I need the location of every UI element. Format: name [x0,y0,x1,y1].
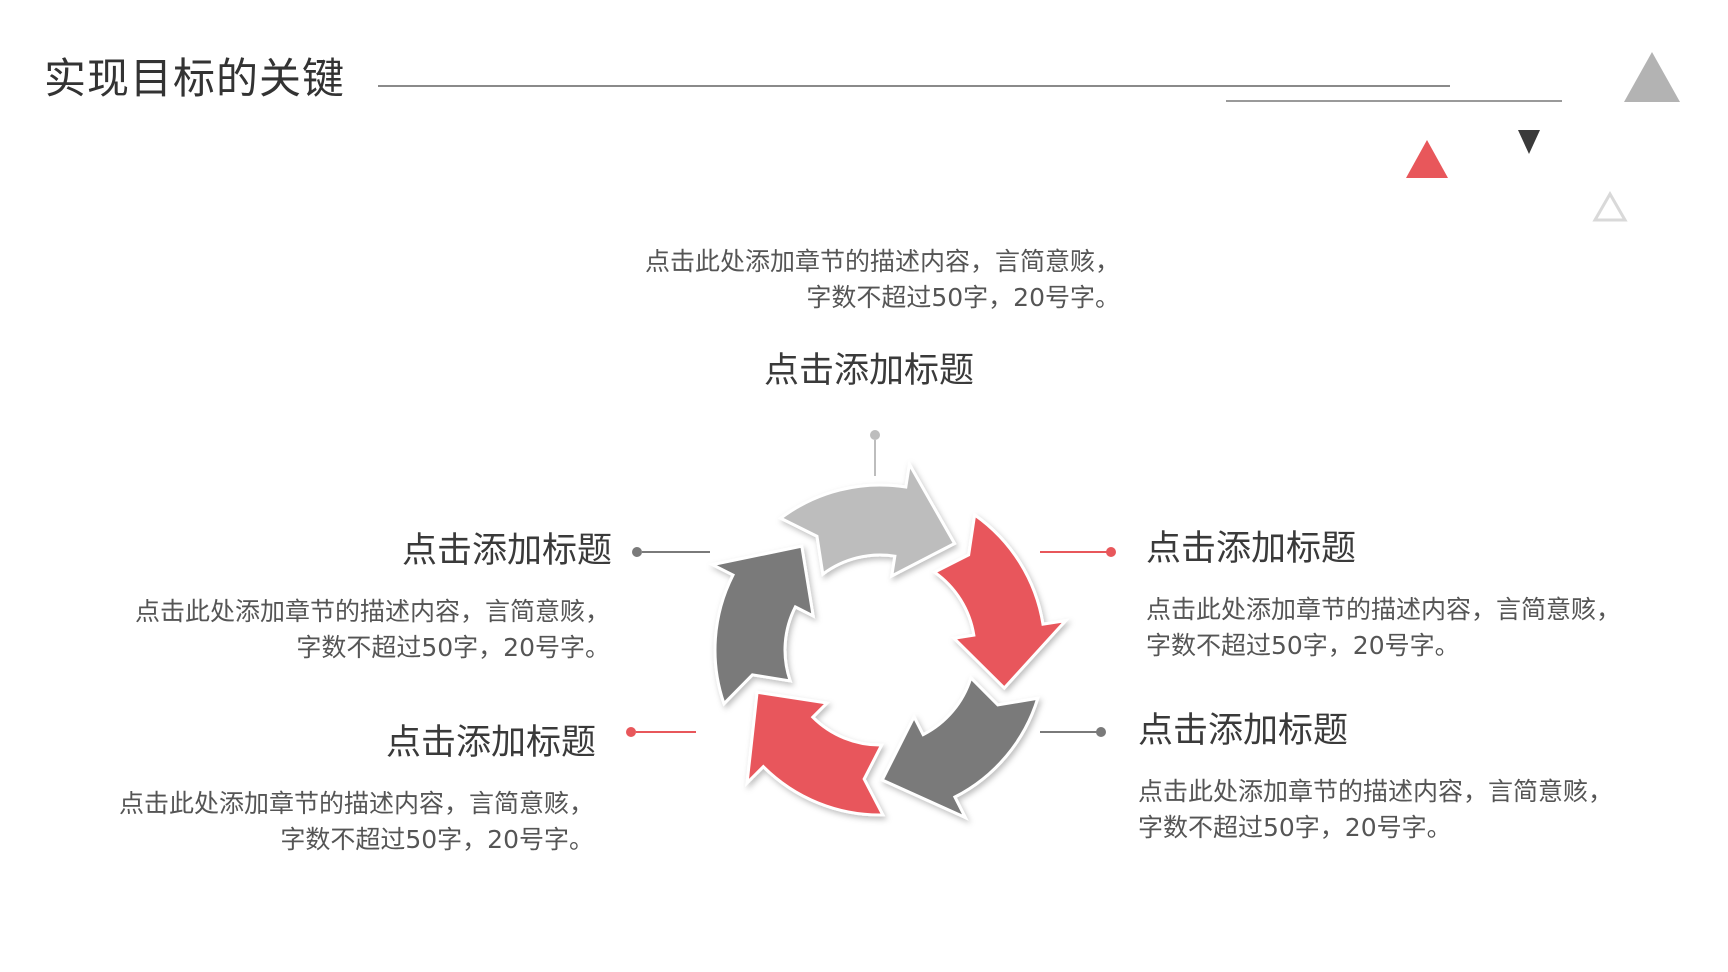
triangle-decoration-outline [1592,190,1628,222]
item-title-upper-right: 点击添加标题 [1146,529,1357,569]
connector-line-lower-right [1040,731,1100,733]
connector-dot-upper-right [1106,547,1116,557]
item-description-upper-right: 点击此处添加章节的描述内容，言简意赅， 字数不超过50字，20号字。 [1146,592,1621,664]
header-divider-line-short [1226,100,1562,102]
item-description-upper-left: 点击此处添加章节的描述内容，言简意赅， 字数不超过50字，20号字。 [40,594,610,666]
connector-line-upper-left [642,551,710,553]
connector-dot-top [870,430,880,440]
description-line-1: 点击此处添加章节的描述内容，言简意赅， [1146,595,1622,624]
item-description-lower-right: 点击此处添加章节的描述内容，言简意赅， 字数不超过50字，20号字。 [1138,774,1613,846]
connector-line-lower-left [636,731,696,733]
header-divider-line [378,85,1450,87]
description-line-1: 点击此处添加章节的描述内容，言简意赅， [1138,777,1614,806]
connector-dot-lower-right [1096,727,1106,737]
cycle-arrow-top [777,459,957,579]
cycle-arrow-lower-left [745,690,886,817]
triangle-decoration-large-gray [1624,52,1680,102]
item-description-lower-left: 点击此处添加章节的描述内容，言简意赅， 字数不超过50字，20号字。 [20,786,594,858]
cycle-arrow-bottom [880,674,1040,821]
cycle-arrow-upper-left [708,544,816,707]
item-description-top: 点击此处添加章节的描述内容，言简意赅， 字数不超过50字，20号字。 [560,244,1120,316]
connector-line-upper-right [1040,551,1108,553]
description-line-2: 字数不超过50字，20号字。 [296,633,610,662]
description-line-2: 字数不超过50字，20号字。 [280,825,594,854]
description-line-2: 字数不超过50字，20号字。 [1146,631,1460,660]
item-title-lower-right: 点击添加标题 [1138,711,1349,751]
item-title-lower-left: 点击添加标题 [386,723,597,763]
page-title: 实现目标的关键 [44,54,346,103]
description-line-2: 字数不超过50字，20号字。 [1138,813,1452,842]
description-line-1: 点击此处添加章节的描述内容，言简意赅， [134,597,610,626]
connector-dot-upper-left [632,547,642,557]
connector-dot-lower-left [626,727,636,737]
item-title-upper-left: 点击添加标题 [402,531,613,571]
triangle-decoration-dark-down [1518,130,1540,154]
connector-line-top [874,440,876,476]
triangle-decoration-red [1406,140,1448,178]
item-title-top: 点击添加标题 [764,351,975,391]
description-line-1: 点击此处添加章节的描述内容，言简意赅， [644,247,1120,276]
description-line-2: 字数不超过50字，20号字。 [806,283,1120,312]
cycle-arrow-right [931,512,1070,691]
description-line-1: 点击此处添加章节的描述内容，言简意赅， [118,789,594,818]
cycle-diagram [708,459,1070,821]
